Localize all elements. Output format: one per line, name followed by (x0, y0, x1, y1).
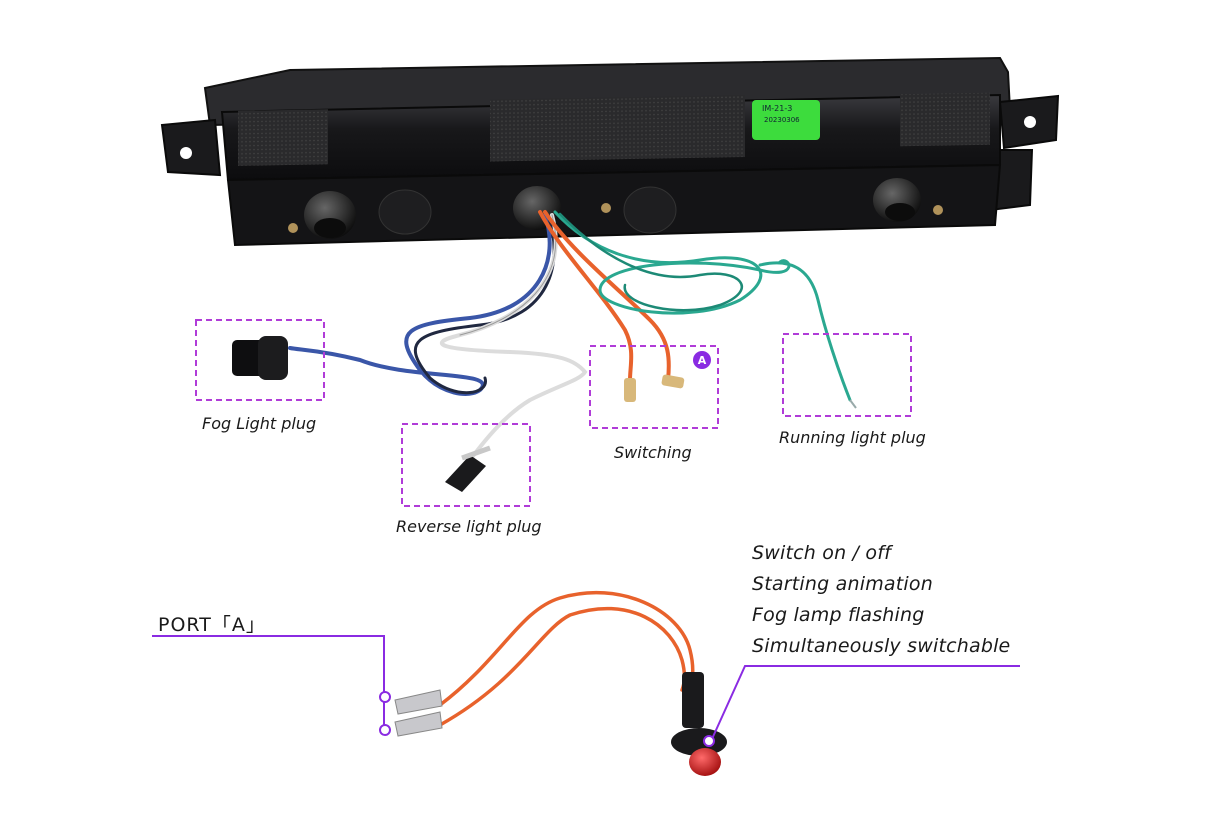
reverse-plug-box (401, 423, 531, 507)
callout-lines (152, 635, 1020, 740)
switching-label: Switching (614, 443, 692, 462)
reverse-plug-connector (445, 445, 491, 492)
port-a-badge: A (693, 351, 711, 369)
fog-plug-box (195, 319, 325, 401)
tag-text-2: 20230306 (764, 116, 800, 124)
lamp-housing (160, 56, 1060, 247)
highlight-boxes (195, 319, 912, 507)
fog-light-label: Fog Light plug (202, 414, 317, 433)
fog-plug-connector (232, 336, 288, 380)
switching-box (589, 345, 719, 429)
feature-item: Fog lamp flashing (752, 604, 925, 626)
wiring (288, 210, 852, 727)
port-a-terminals (394, 689, 443, 737)
green-tag (752, 100, 820, 140)
callout-dots (379, 691, 715, 747)
feature-item: Starting animation (752, 573, 933, 595)
running-light-label: Running light plug (779, 428, 926, 447)
port-a-label: PORT「A」 (158, 614, 266, 636)
feature-item: Simultaneously switchable (752, 635, 1011, 657)
running-wire-end (849, 399, 857, 409)
reverse-light-label: Reverse light plug (396, 517, 542, 536)
running-plug-box (782, 333, 912, 417)
feature-item: Switch on / off (752, 542, 892, 564)
switching-terminals (624, 374, 685, 402)
tag-text-1: IM-21-3 (762, 104, 793, 113)
